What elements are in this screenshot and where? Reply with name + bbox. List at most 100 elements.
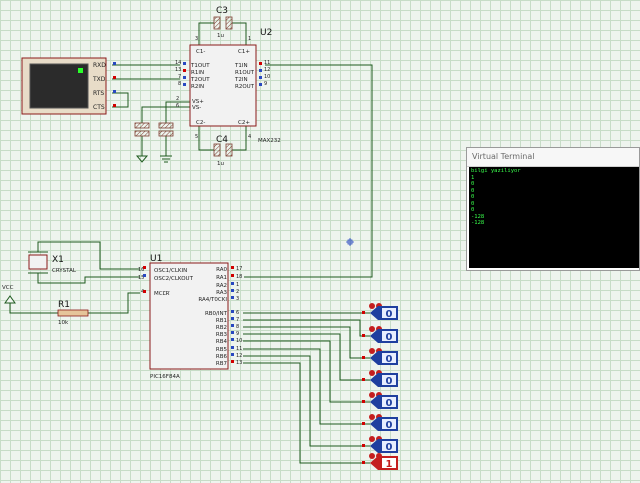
logic-probe[interactable]: 0 — [362, 414, 398, 431]
terminal-line: bilgi yaziliyor — [471, 168, 521, 174]
u2-left-pin-number: 8 — [178, 81, 181, 87]
logic-probe-value: 0 — [386, 420, 393, 431]
logic-probe-pin-marker — [362, 378, 365, 381]
logic-probe[interactable]: 0 — [362, 303, 398, 320]
u2-left-pin-name: T2OUT — [190, 77, 210, 83]
logic-probe[interactable]: 1 — [362, 453, 398, 470]
u2-c1minus-pin-number: 3 — [195, 36, 198, 42]
u2-left-pin-name: T1OUT — [190, 63, 210, 69]
crosshair-marker — [346, 238, 354, 246]
u1-right-pin-number: 12 — [236, 353, 242, 359]
logic-probe-value: 1 — [386, 459, 393, 470]
capacitor-c4[interactable]: C4 1u — [213, 135, 233, 167]
vcc-terminal[interactable]: VCC — [2, 285, 16, 304]
logic-probe[interactable]: 0 — [362, 348, 398, 365]
u2-left-pin-number: 13 — [175, 67, 181, 73]
terminal-line: -128 — [471, 220, 485, 226]
u1-part-name: PIC16F84A — [150, 374, 180, 380]
u1-pin-markers — [143, 266, 234, 363]
r1-reference: R1 — [58, 300, 70, 310]
u1-right-pin-number: 8 — [236, 324, 239, 330]
logic-probe-pin-marker — [362, 400, 365, 403]
u2-vsminus-pin-number: 6 — [176, 103, 179, 109]
u1-right-pin-name: RB1 — [216, 318, 227, 324]
u2-pin-markers — [183, 62, 262, 86]
x1-value: CRYSTAL — [52, 268, 77, 274]
u1-right-pin-number: 11 — [236, 346, 242, 352]
u1-right-pin-number: 17 — [236, 266, 242, 272]
u1-right-pin-number: 6 — [236, 310, 239, 316]
u1-right-pin-number: 9 — [236, 331, 239, 337]
c3-value: 1u — [217, 33, 224, 39]
rts-label: RTS — [93, 90, 104, 97]
cts-label: CTS — [93, 104, 105, 111]
resistor-r1[interactable]: R1 10k — [57, 300, 89, 326]
logic-probe-value-box — [382, 308, 396, 318]
terminal-line: -128 — [471, 213, 485, 220]
logic-probe[interactable]: 0 — [362, 370, 398, 387]
u2-left-pin-number: 14 — [175, 60, 181, 66]
terminal-line: 0 — [471, 207, 475, 213]
logic-probe-led — [369, 414, 375, 420]
logic-probe[interactable]: 0 — [362, 392, 398, 409]
u2-c2plus-label: C2+ — [238, 120, 250, 126]
vs-capacitors[interactable] — [134, 122, 174, 137]
u1-right-pin-number: 10 — [236, 338, 242, 344]
u1-right-pin-number: 7 — [236, 317, 239, 323]
serial-monitor-led — [78, 68, 83, 73]
logic-probe-value: 0 — [386, 398, 393, 409]
u1-left-pin-name: OSC2/CLKOUT — [154, 276, 194, 282]
max232-body — [189, 44, 257, 127]
u1-left-pin-number: 16 — [138, 267, 144, 273]
terminal-line: 0 — [471, 181, 475, 187]
logic-probe-value-box — [382, 375, 396, 385]
txd-label: TXD — [92, 76, 106, 83]
u2-c2minus-label: C2- — [196, 120, 205, 126]
u2-right-pin-name: R2OUT — [235, 84, 255, 90]
u2-c1plus-label: C1+ — [238, 49, 250, 55]
u1-right-pin-number: 3 — [236, 296, 239, 302]
u1-right-pin-number: 13 — [236, 360, 242, 366]
u1-right-pin-number: 18 — [236, 274, 242, 280]
u1-right-pin-name: RA1 — [216, 275, 227, 281]
u2-c2plus-pin-number: 4 — [248, 134, 251, 140]
crystal-x1[interactable]: X1 CRYSTAL — [28, 251, 77, 274]
logic-probe[interactable]: 0 — [362, 436, 398, 453]
u2-left-pin-number: 7 — [178, 74, 181, 80]
terminal-line: 0 — [471, 200, 475, 207]
u1-right-pin-name: RB3 — [216, 332, 228, 338]
u1-right-pin-name: RB5 — [216, 347, 228, 353]
u1-reference: U1 — [150, 254, 162, 264]
logic-probe-led — [369, 436, 375, 442]
u1-right-pin-number: 2 — [236, 289, 239, 295]
u2-right-pin-name: T2IN — [234, 77, 248, 83]
u2-vsplus-pin-number: 2 — [176, 96, 179, 102]
u2-right-pin-number: 11 — [264, 60, 270, 66]
logic-probe-led — [369, 303, 375, 309]
logic-probe-pin-marker — [362, 444, 365, 447]
capacitor-c3[interactable]: C3 1u — [213, 6, 233, 39]
u1-right-pin-name: RB7 — [216, 361, 228, 367]
r1-value: 10k — [58, 320, 69, 326]
pic16f84a-chip[interactable]: U1 PIC16F84A OSC1/CLKIN OSC2/CLKOUT MCLR… — [138, 254, 242, 380]
logic-probe-pin-marker — [362, 311, 365, 314]
logic-probe[interactable]: 0 — [362, 326, 398, 343]
serial-monitor[interactable]: RXD TXD RTS CTS — [21, 57, 116, 115]
u1-right-pin-number: 1 — [236, 282, 239, 288]
logic-probe-value: 0 — [386, 442, 393, 453]
logic-probe-led — [369, 370, 375, 376]
u2-c1minus-label: C1- — [196, 49, 205, 55]
ground-symbol — [135, 155, 172, 163]
x1-reference: X1 — [52, 255, 64, 265]
u1-right-pin-name: RB2 — [216, 325, 227, 331]
max232-chip[interactable]: U2 MAX232 C1- C1+ C2- C2+ VS+ VS- T1OUT … — [175, 28, 281, 144]
logic-probe-value-box — [382, 353, 396, 363]
logic-probe-pin-marker — [362, 334, 365, 337]
virtual-terminal-window[interactable]: Virtual Terminal bilgi yaziliyor 1 0 0 0… — [466, 147, 640, 271]
u2-right-pin-name: R1OUT — [235, 70, 255, 76]
virtual-terminal-screen[interactable]: bilgi yaziliyor 1 0 0 0 0 0 -128 -128 — [469, 167, 639, 268]
logic-probes: 0 0 0 0 0 0 0 1 — [362, 303, 398, 470]
c4-value: 1u — [217, 161, 224, 167]
vcc-label: VCC — [2, 285, 14, 291]
logic-probe-value: 0 — [386, 309, 393, 320]
